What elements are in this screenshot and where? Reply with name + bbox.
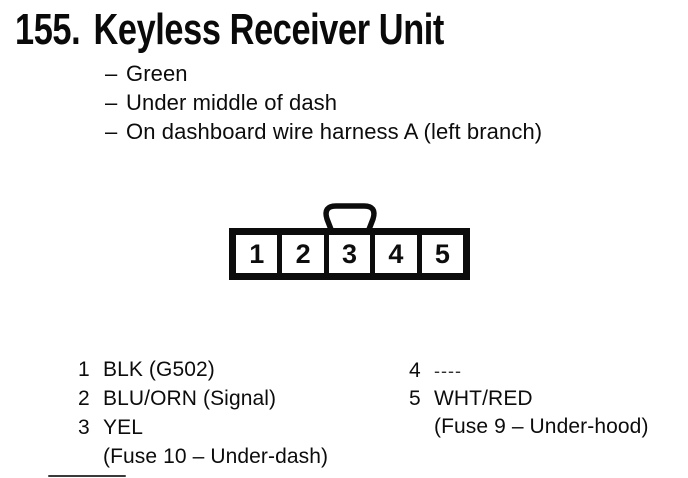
pin-number: 1 xyxy=(78,358,90,381)
pin-cell-label: 5 xyxy=(434,238,450,269)
pin-wire-detail: (Fuse 10 – Under-dash) xyxy=(103,445,329,468)
page-title: 155.Keyless Receiver Unit xyxy=(15,5,444,54)
notes-list: – Green – Under middle of dash – On dash… xyxy=(105,59,542,146)
pin-wire: WHT/RED xyxy=(434,387,533,410)
pin-row: 3 YEL xyxy=(78,413,328,442)
pin-wire: BLU/ORN (Signal) xyxy=(103,387,277,410)
pin-cell-label: 1 xyxy=(249,238,265,269)
connector-latch-icon xyxy=(323,203,377,235)
connector-pin-1: 1 xyxy=(236,235,278,273)
pin-row-detail: (Fuse 10 – Under-dash) xyxy=(78,442,328,471)
connector-diagram: 1 2 3 4 5 xyxy=(229,228,470,280)
connector-pin-4: 4 xyxy=(375,235,417,273)
pin-number-spacer xyxy=(409,413,434,441)
pin-wire: BLK (G502) xyxy=(103,358,215,381)
bullet-dash: – xyxy=(105,61,118,86)
pin-row-detail: (Fuse 9 – Under-hood) xyxy=(409,413,649,441)
pin-wire-not-connected: ---- xyxy=(434,361,462,381)
pin-list-left: 1 BLK (G502) 2 BLU/ORN (Signal) 3 YEL (F… xyxy=(78,355,328,471)
scan-artifact-line xyxy=(48,475,126,477)
note-text: Under middle of dash xyxy=(126,90,338,115)
pin-number: 3 xyxy=(78,416,90,439)
pin-row: 1 BLK (G502) xyxy=(78,355,328,384)
pin-number-spacer xyxy=(78,442,103,471)
pin-cell-label: 3 xyxy=(342,238,358,269)
pin-wire-detail: (Fuse 9 – Under-hood) xyxy=(434,415,649,438)
pin-row: 2 BLU/ORN (Signal) xyxy=(78,384,328,413)
pin-list-right: 4 ---- 5 WHT/RED (Fuse 9 – Under-hood) xyxy=(409,357,649,441)
section-number: 155. xyxy=(15,5,81,54)
pin-cell-label: 2 xyxy=(295,238,311,269)
connector-pin-5: 5 xyxy=(421,235,464,273)
bullet-dash: – xyxy=(105,90,118,115)
note-item: – Under middle of dash xyxy=(105,88,542,117)
note-item: – Green xyxy=(105,59,542,88)
note-item: – On dashboard wire harness A (left bran… xyxy=(105,117,542,146)
section-title: Keyless Receiver Unit xyxy=(93,5,444,54)
pin-number: 2 xyxy=(78,387,90,410)
pin-cell-label: 4 xyxy=(388,238,404,269)
pin-number: 5 xyxy=(409,387,421,410)
pin-row: 4 ---- xyxy=(409,357,649,385)
note-text: Green xyxy=(126,61,188,86)
connector-pin-2: 2 xyxy=(282,235,324,273)
pin-wire: YEL xyxy=(103,416,143,439)
note-text: On dashboard wire harness A (left branch… xyxy=(126,119,543,144)
pin-row: 5 WHT/RED xyxy=(409,385,649,413)
pin-number: 4 xyxy=(409,359,421,382)
bullet-dash: – xyxy=(105,119,118,144)
connector-pin-3: 3 xyxy=(328,235,371,273)
